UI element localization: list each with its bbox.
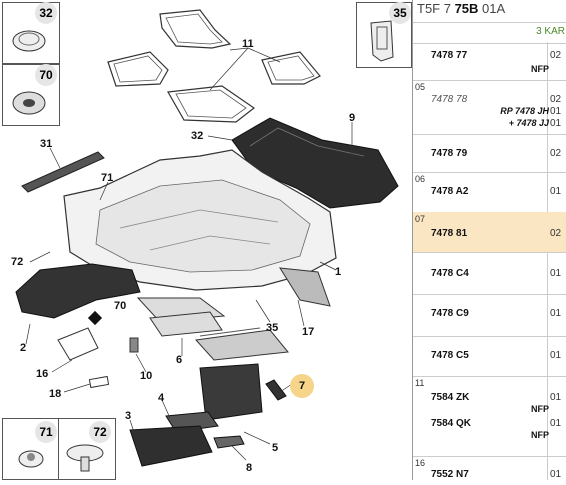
exploded-view-drawing bbox=[15, 9, 399, 467]
inset-72: 72 bbox=[58, 418, 116, 480]
qty: 01 bbox=[550, 469, 562, 480]
table-row[interactable]: 05 7478 78 RP 7478 JH + 7478 JJ 02 01 01 bbox=[413, 80, 566, 135]
callout-11[interactable]: 11 bbox=[242, 38, 254, 50]
callout-10[interactable]: 10 bbox=[140, 370, 153, 382]
callout-35[interactable]: 35 bbox=[266, 322, 279, 334]
part-ref: 7478 81 bbox=[431, 228, 468, 239]
part-ref: 7478 C5 bbox=[431, 350, 469, 361]
part-70-mark bbox=[87, 310, 103, 326]
table-row[interactable]: 7478 79 02 bbox=[413, 134, 566, 173]
callout-31[interactable]: 31 bbox=[40, 138, 53, 150]
part-ref: 7584 ZK bbox=[431, 392, 470, 403]
qty: 01 bbox=[550, 392, 562, 403]
row-index: 06 bbox=[415, 174, 426, 184]
table-row[interactable]: 06 7478 A2 01 bbox=[413, 172, 566, 213]
row-index: 05 bbox=[415, 82, 426, 92]
qty: 02 bbox=[550, 94, 562, 105]
inset-number: 35 bbox=[389, 2, 411, 24]
callout-9[interactable]: 9 bbox=[349, 112, 356, 124]
table-row[interactable]: 16 7552 N7 01 bbox=[413, 456, 566, 480]
inset-32: 32 bbox=[2, 2, 60, 64]
callout-16[interactable]: 16 bbox=[36, 368, 49, 380]
nfp-label: NFP bbox=[531, 404, 549, 414]
part-ref: 7478 77 bbox=[431, 50, 468, 61]
row-index: 07 bbox=[415, 214, 426, 224]
qty: 01 bbox=[550, 350, 562, 361]
table-row[interactable]: 7478 C4 01 bbox=[413, 252, 566, 295]
nfp-label: NFP bbox=[531, 64, 549, 74]
callout-71[interactable]: 71 bbox=[101, 172, 114, 184]
header-prefix: T5F 7 bbox=[417, 1, 455, 16]
callout-2[interactable]: 2 bbox=[20, 342, 27, 354]
inset-number: 32 bbox=[35, 2, 57, 24]
table-row[interactable]: 7478 C5 01 bbox=[413, 336, 566, 377]
inset-number: 70 bbox=[35, 64, 57, 86]
header-bold: 75B bbox=[454, 1, 479, 16]
callout-18[interactable]: 18 bbox=[49, 388, 62, 400]
cap-plug-icon bbox=[12, 30, 46, 52]
callout-17[interactable]: 17 bbox=[302, 326, 315, 338]
inset-70: 70 bbox=[2, 64, 60, 126]
row-index: 16 bbox=[415, 458, 426, 468]
grommet-icon bbox=[12, 91, 46, 115]
callout-70[interactable]: 70 bbox=[114, 300, 127, 312]
callout-8[interactable]: 8 bbox=[246, 462, 253, 474]
header-suffix: 01A bbox=[478, 1, 506, 16]
part-ref: 7478 79 bbox=[431, 148, 468, 159]
qty: 01 bbox=[550, 106, 562, 117]
qty: 01 bbox=[550, 118, 562, 129]
push-clip-icon bbox=[18, 450, 44, 468]
callout-7-highlight[interactable]: 7 bbox=[290, 374, 314, 398]
sub-ref: + 7478 JJ bbox=[508, 118, 549, 128]
callout-4[interactable]: 4 bbox=[158, 392, 165, 404]
inset-number: 72 bbox=[89, 421, 111, 443]
callout-6[interactable]: 6 bbox=[176, 354, 183, 366]
callout-1[interactable]: 1 bbox=[335, 266, 342, 278]
table-subhead: 3 KAR bbox=[413, 22, 566, 44]
part-ref: 7584 QK bbox=[431, 418, 472, 429]
callout-32[interactable]: 32 bbox=[191, 130, 204, 142]
mushroom-clip-icon bbox=[66, 444, 104, 472]
part-ref: 7478 78 bbox=[431, 94, 468, 105]
table-row[interactable]: 11 7584 ZK NFP 01 7584 QK NFP 01 bbox=[413, 376, 566, 457]
callout-72[interactable]: 72 bbox=[11, 256, 24, 268]
inset-number: 71 bbox=[35, 421, 57, 443]
parts-table: T5F 7 75B 01A 3 KAR 7478 77 NFP 02 05 74… bbox=[412, 0, 566, 480]
callout-3[interactable]: 3 bbox=[125, 410, 132, 422]
table-row-selected[interactable]: 07 7478 81 02 bbox=[413, 212, 566, 253]
qty: 01 bbox=[550, 186, 562, 197]
subhead-text: 3 KAR bbox=[536, 26, 565, 37]
inset-35: 35 bbox=[356, 2, 412, 68]
qty: 01 bbox=[550, 418, 562, 429]
table-row[interactable]: 7478 C9 01 bbox=[413, 294, 566, 337]
table-header: T5F 7 75B 01A bbox=[413, 0, 566, 22]
clip-icon bbox=[370, 20, 394, 62]
inset-71: 71 bbox=[2, 418, 60, 480]
part-ref: 7478 C9 bbox=[431, 308, 469, 319]
qty: 01 bbox=[550, 268, 562, 279]
part-ref: 7478 C4 bbox=[431, 268, 469, 279]
sub-ref: RP 7478 JH bbox=[500, 106, 549, 116]
qty: 01 bbox=[550, 308, 562, 319]
row-index: 11 bbox=[415, 378, 425, 388]
qty: 02 bbox=[550, 228, 562, 239]
qty: 02 bbox=[550, 50, 562, 61]
qty: 02 bbox=[550, 148, 562, 159]
column-divider bbox=[547, 42, 548, 480]
nfp-label: NFP bbox=[531, 430, 549, 440]
table-row[interactable]: 7478 77 NFP 02 bbox=[413, 42, 566, 81]
part-ref: 7478 A2 bbox=[431, 186, 469, 197]
part-ref: 7552 N7 bbox=[431, 469, 469, 480]
parts-diagram: 32 70 35 71 72 11 9 32 31 71 72 1 2 70 1… bbox=[2, 2, 412, 480]
callout-5[interactable]: 5 bbox=[272, 442, 279, 454]
